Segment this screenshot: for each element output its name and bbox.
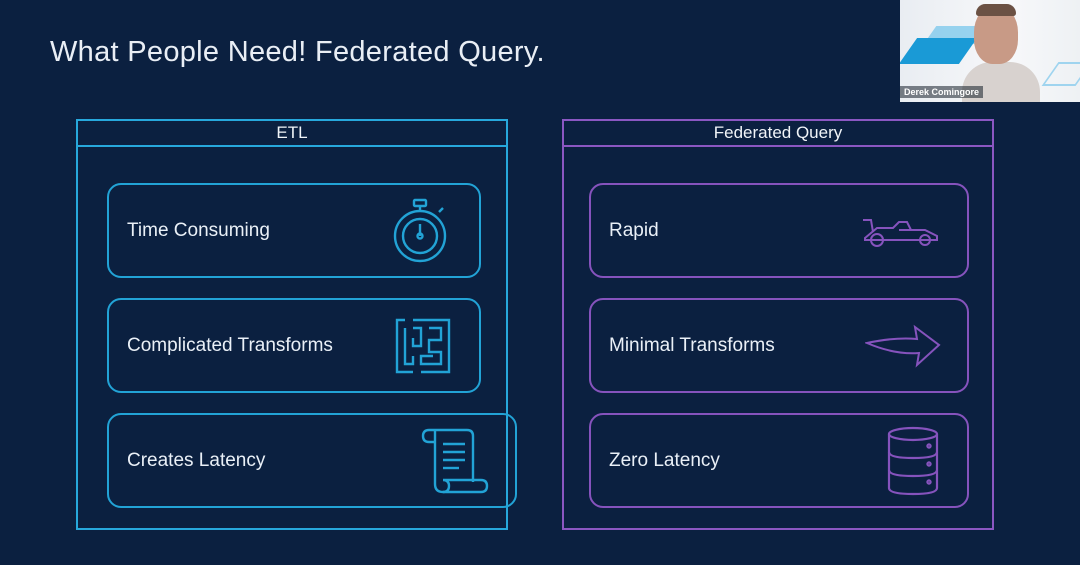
- webcam-video: Derek Comingore: [900, 0, 1080, 102]
- slide-title: What People Need! Federated Query.: [50, 36, 545, 68]
- federated-query-panel-header: Federated Query: [564, 121, 992, 147]
- card-label: Creates Latency: [127, 449, 266, 471]
- card-label: Rapid: [609, 219, 659, 241]
- maze-icon: [393, 316, 453, 376]
- speaker-hair: [976, 4, 1016, 16]
- stopwatch-icon: [387, 198, 453, 264]
- etl-panel: ETL Time Consuming Complicated Transform…: [76, 119, 517, 530]
- etl-card-creates-latency: Creates Latency: [107, 413, 517, 508]
- race-car-icon: [859, 214, 941, 248]
- fq-card-zero-latency: Zero Latency: [589, 413, 969, 508]
- arrow-right-icon: [865, 323, 941, 369]
- card-label: Zero Latency: [609, 449, 720, 471]
- federated-query-panel: Federated Query Rapid Minimal Transforms…: [562, 119, 994, 530]
- card-label: Time Consuming: [127, 219, 270, 241]
- fq-card-rapid: Rapid: [589, 183, 969, 278]
- card-label: Complicated Transforms: [127, 334, 333, 356]
- scroll-icon: [419, 426, 489, 496]
- database-icon: [885, 426, 941, 496]
- etl-card-time-consuming: Time Consuming: [107, 183, 481, 278]
- fq-card-minimal-transforms: Minimal Transforms: [589, 298, 969, 393]
- card-label: Minimal Transforms: [609, 334, 775, 356]
- speaker-name-tag: Derek Comingore: [900, 86, 984, 98]
- etl-panel-header: ETL: [78, 121, 506, 147]
- etl-card-complicated-transforms: Complicated Transforms: [107, 298, 481, 393]
